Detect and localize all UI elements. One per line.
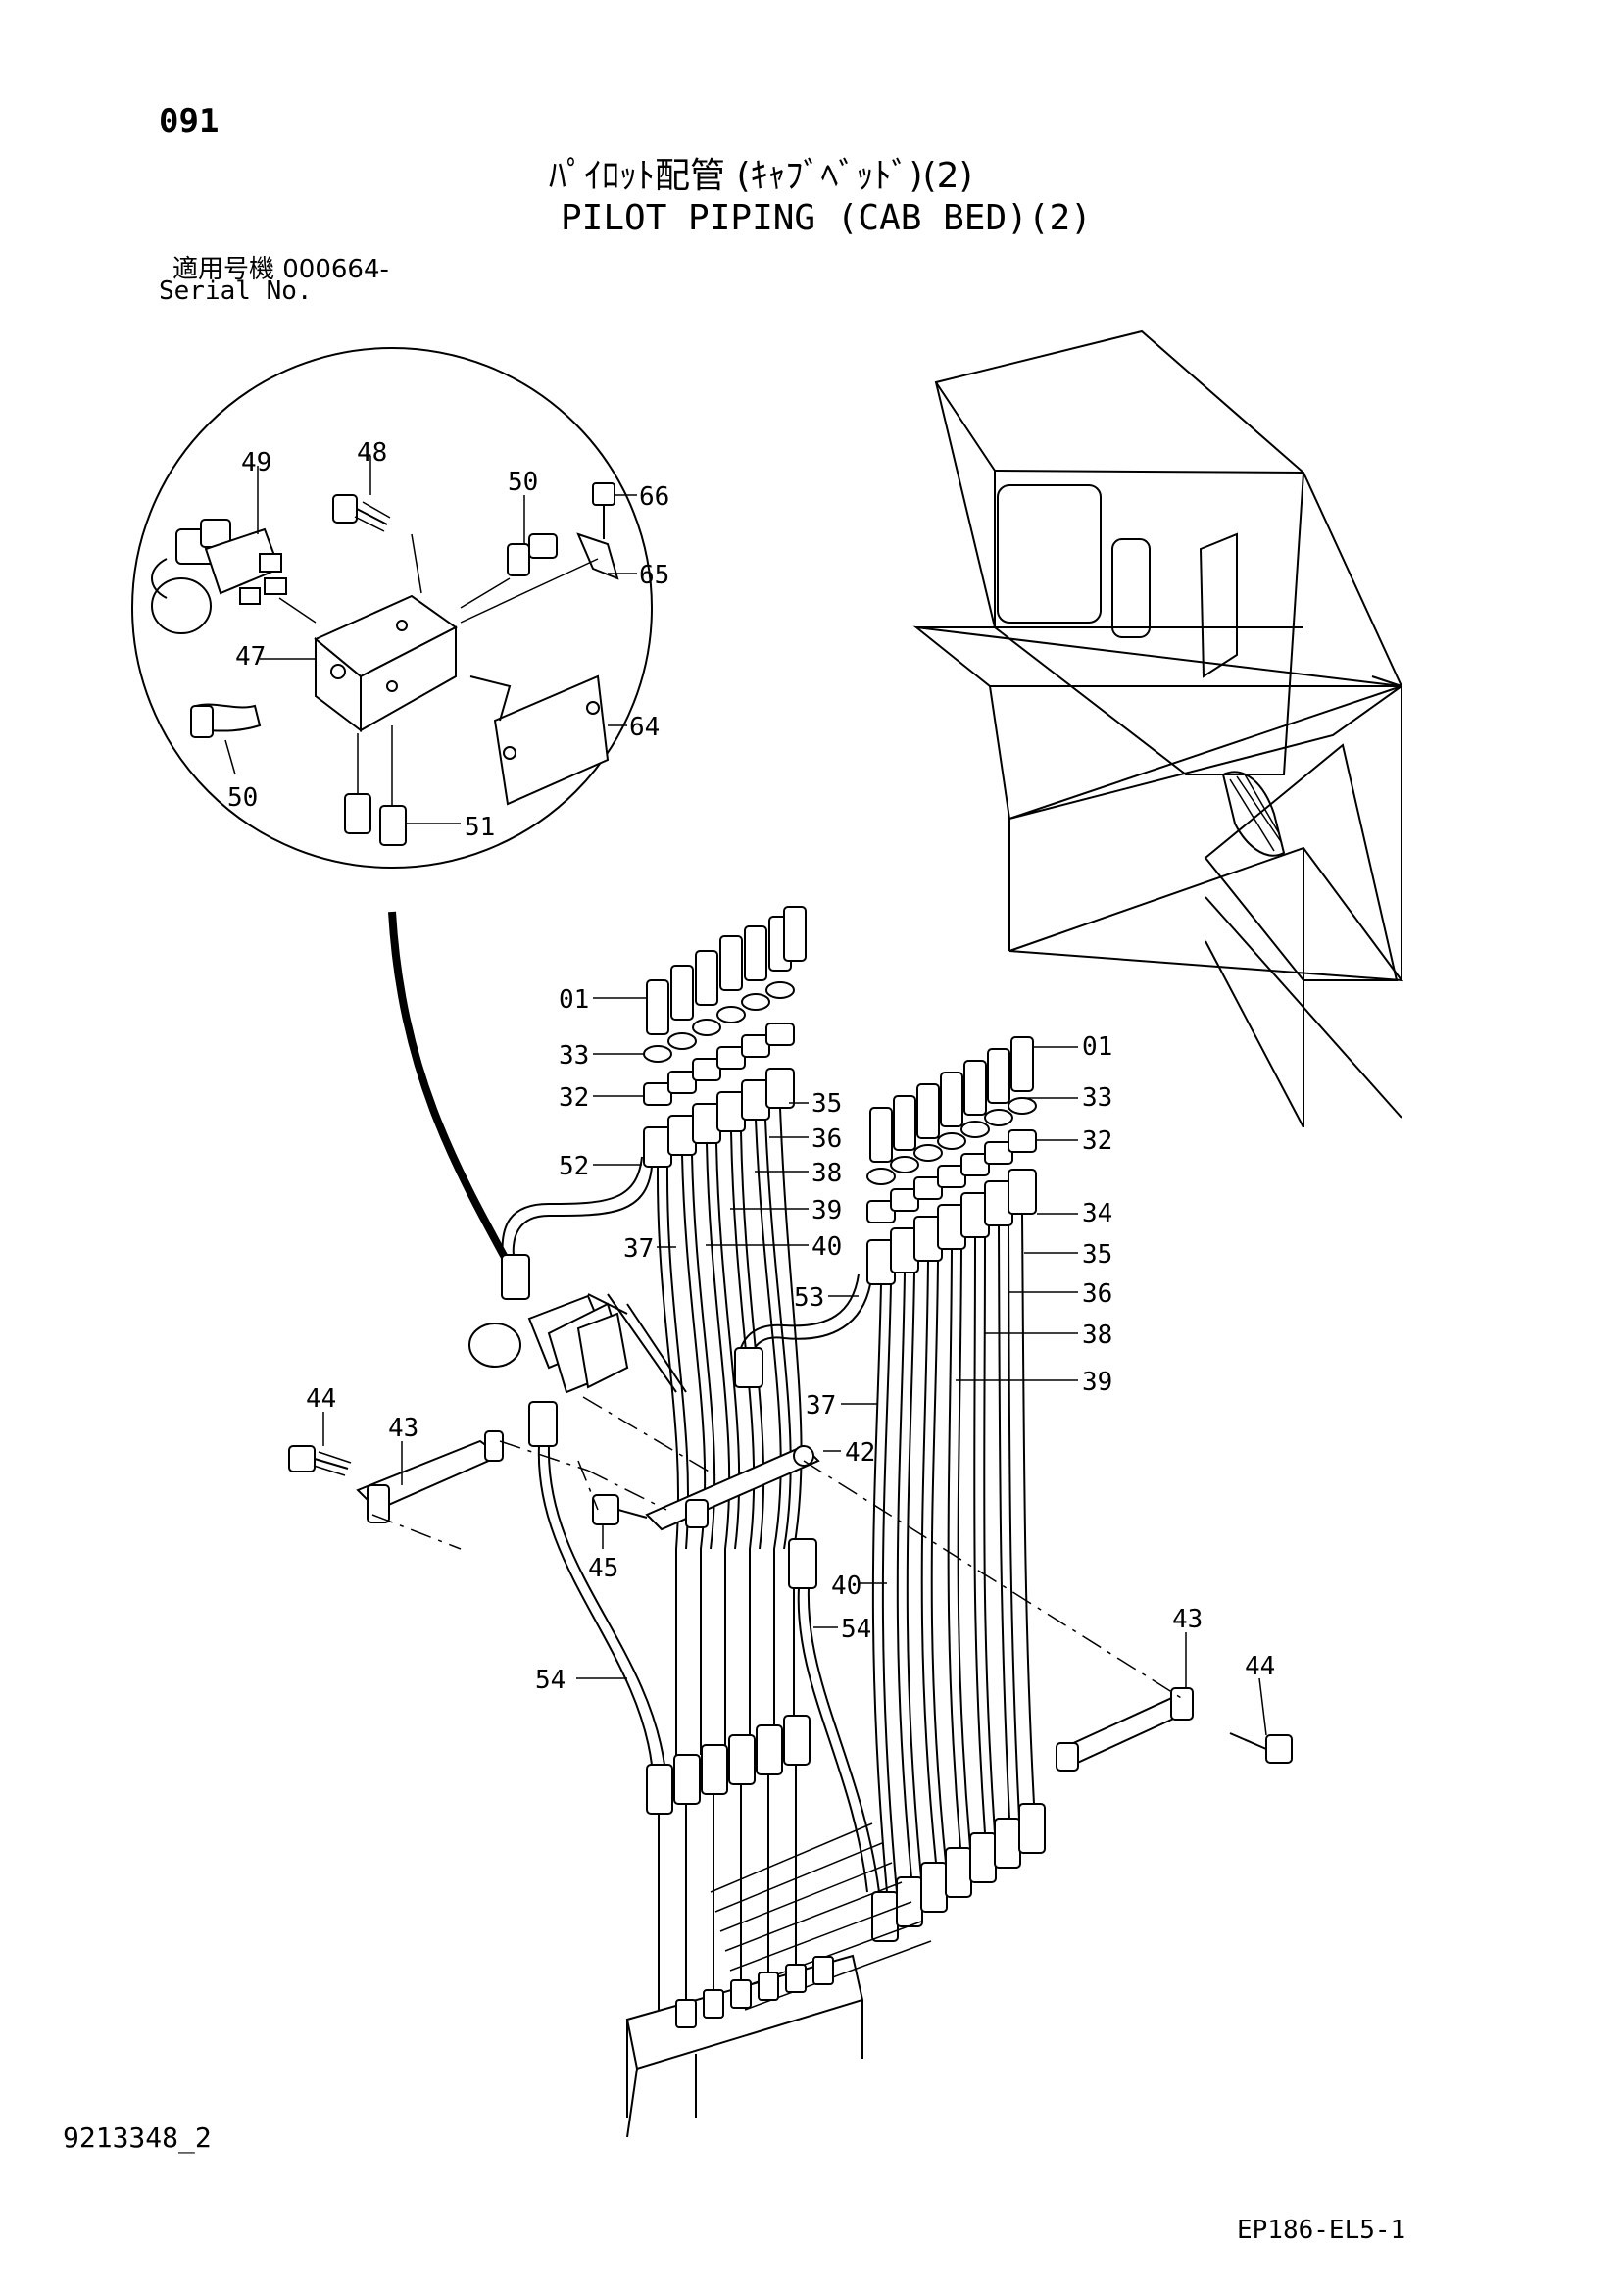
serial-label-japanese: 適用号機 000664- bbox=[172, 255, 389, 284]
callout-44-right: 44 bbox=[1245, 1652, 1275, 1681]
callout-32-left: 32 bbox=[559, 1083, 589, 1113]
cab-outline bbox=[912, 329, 1404, 1128]
callout-33-left: 33 bbox=[559, 1041, 589, 1071]
leader-lines bbox=[322, 997, 1267, 1736]
callout-40-right: 40 bbox=[831, 1572, 861, 1601]
callout-42: 42 bbox=[845, 1438, 875, 1468]
callout-labels: 49 48 50 66 65 47 64 50 51 01 33 32 35 3… bbox=[227, 438, 1275, 1695]
callout-50-lower: 50 bbox=[227, 783, 258, 813]
right-hose-bundle bbox=[734, 1036, 1046, 1942]
callout-45: 45 bbox=[588, 1554, 618, 1583]
callout-44-left: 44 bbox=[306, 1384, 336, 1414]
callout-64: 64 bbox=[629, 713, 660, 742]
detail-circle bbox=[131, 347, 653, 1286]
callout-01-right: 01 bbox=[1082, 1032, 1112, 1062]
bottom-manifold bbox=[625, 1765, 932, 2138]
callout-47: 47 bbox=[235, 642, 266, 672]
callout-37-right: 37 bbox=[806, 1391, 836, 1421]
page-title-japanese: ﾊﾟｲﾛｯﾄ配管 (ｷｬﾌﾞﾍﾞｯﾄﾞ)(2) bbox=[549, 156, 973, 196]
callout-39-left: 39 bbox=[812, 1196, 842, 1225]
callout-39-right: 39 bbox=[1082, 1368, 1112, 1397]
figure-code: EP186-EL5-1 bbox=[1237, 2216, 1406, 2245]
callout-65: 65 bbox=[639, 561, 669, 590]
callout-52: 52 bbox=[559, 1152, 589, 1181]
callout-66: 66 bbox=[639, 482, 669, 512]
callout-33-right: 33 bbox=[1082, 1083, 1112, 1113]
callout-43-right: 43 bbox=[1172, 1605, 1203, 1634]
callout-37-left: 37 bbox=[623, 1234, 654, 1264]
callout-35-right: 35 bbox=[1082, 1240, 1112, 1270]
callout-49: 49 bbox=[241, 448, 271, 477]
serial-label: Serial No. bbox=[159, 276, 313, 306]
callout-38-right: 38 bbox=[1082, 1321, 1112, 1350]
callout-36-right: 36 bbox=[1082, 1279, 1112, 1309]
callout-40-left: 40 bbox=[812, 1232, 842, 1262]
callout-53: 53 bbox=[794, 1283, 824, 1313]
page-title: PILOT PIPING (CAB BED)(2) bbox=[561, 198, 1092, 238]
callout-34: 34 bbox=[1082, 1199, 1112, 1228]
callout-54-right: 54 bbox=[841, 1615, 871, 1644]
central-solenoid-valve bbox=[468, 1293, 687, 1766]
page-number: 091 bbox=[159, 102, 220, 141]
detail-solenoid-valve bbox=[151, 456, 637, 846]
callout-54-left: 54 bbox=[535, 1666, 566, 1695]
clamps-and-bolts bbox=[288, 1396, 1293, 1772]
callout-01-left: 01 bbox=[559, 985, 589, 1015]
callout-35-left: 35 bbox=[812, 1089, 842, 1119]
callout-38-left: 38 bbox=[812, 1159, 842, 1188]
callout-48: 48 bbox=[357, 438, 387, 468]
drawing-code: 9213348_2 bbox=[63, 2121, 212, 2154]
callout-43-left: 43 bbox=[388, 1414, 418, 1443]
callout-36-left: 36 bbox=[812, 1124, 842, 1154]
callout-32-right: 32 bbox=[1082, 1126, 1112, 1156]
callout-51: 51 bbox=[465, 813, 495, 842]
callout-50: 50 bbox=[508, 468, 538, 497]
